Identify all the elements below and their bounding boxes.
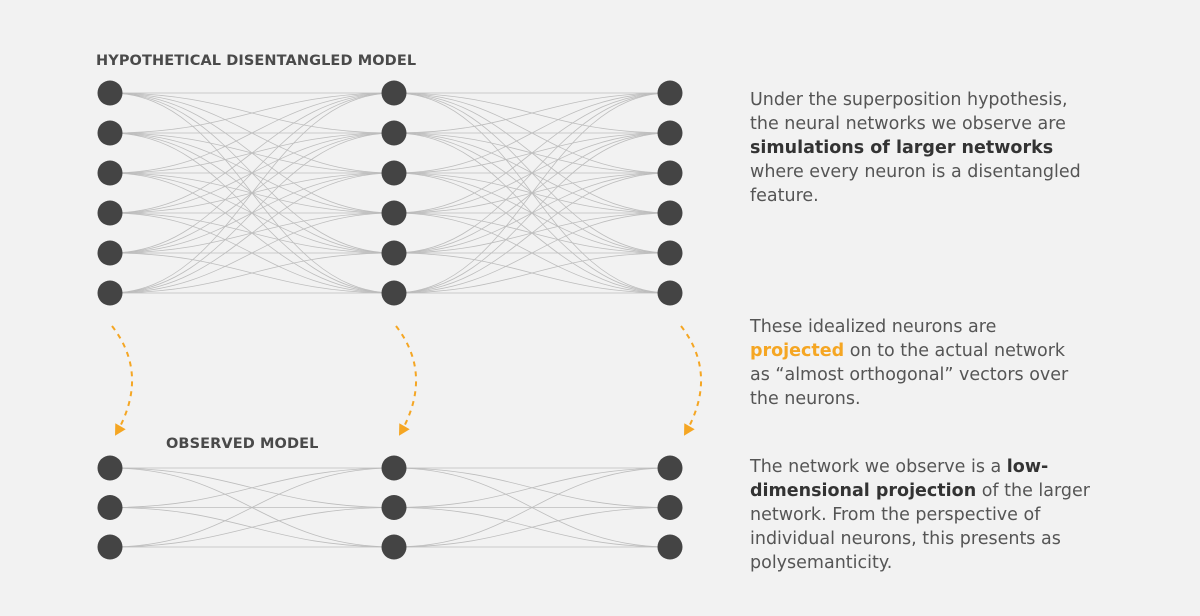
projection-arrow-1 [111,325,133,435]
bottom-edge-l0-2-1 [109,507,395,548]
p1-line-4: where every neuron is a disentangled [750,162,1081,182]
top-edge-l0-5-0 [109,92,395,294]
top-neuron-layer2-4 [381,200,407,226]
top-neuron-layer1-4 [97,200,123,226]
top-neuron-layer2-6 [381,280,407,306]
top-neuron-layer2-1 [381,80,407,106]
top-edge-l1-5-4 [393,252,671,294]
top-neuron-layer1-1 [97,80,123,106]
top-edge-l0-1-0 [109,92,395,134]
top-edge-l1-5-1 [393,132,671,294]
top-edge-l0-5-2 [109,172,395,294]
p2-line-2: projected on to the actual network [750,339,1190,363]
top-edge-l1-5-2 [393,172,671,294]
top-neuron-layer3-5 [657,240,683,266]
top-neuron-layer3-3 [657,160,683,186]
top-model-label: HYPOTHETICAL DISENTANGLED MODEL [96,53,417,69]
superposition-paragraph: Under the superposition hypothesis, the … [750,88,1190,208]
p3-line-4: individual neurons, this presents as [750,529,1061,549]
top-neuron-layer3-2 [657,120,683,146]
p3-line-1-plain: The network we observe is a [750,457,1007,477]
top-neuron-layer1-3 [97,160,123,186]
top-edge-l1-3-0 [393,92,671,214]
top-edge-l1-4-0 [393,92,671,254]
bottom-edge-l1-2-1 [393,507,671,548]
p3-line-3: network. From the perspective of [750,505,1041,525]
p1-line-2: the neural networks we observe are [750,114,1066,134]
bottom-neuron-layer3-2 [657,495,683,520]
bottom-edge-l1-1-0 [393,467,671,508]
p1-line-5: feature. [750,186,819,206]
bottom-neuron-layer2-2 [381,495,407,520]
top-edge-l1-2-0 [393,92,671,174]
projection-arrowhead-1 [115,423,126,436]
projection-arrowhead-2 [399,423,410,436]
top-neuron-layer3-4 [657,200,683,226]
top-neuron-layer1-6 [97,280,123,306]
projection-arrowhead-3 [684,423,695,436]
bottom-neuron-layer1-3 [97,534,123,560]
p2-line-3: as “almost orthogonal” vectors over [750,365,1069,385]
projection-arrows [111,325,702,436]
p3-line-2: dimensional projection of the larger [750,479,1190,503]
projection-arrow-3 [680,325,702,435]
p1-emphasis: simulations of larger networks [750,138,1054,158]
top-edge-l0-5-1 [109,132,395,294]
top-neuron-layer3-1 [657,80,683,106]
top-network-nodes [97,80,683,306]
top-edge-l1-1-0 [393,92,671,134]
top-neuron-layer2-2 [381,120,407,146]
top-neuron-layer2-5 [381,240,407,266]
top-neuron-layer3-6 [657,280,683,306]
observed-paragraph: The network we observe is a low- dimensi… [750,455,1190,575]
bottom-edge-l0-1-0 [109,467,395,508]
bottom-edge-l1-2-0 [393,467,671,548]
top-edge-l1-5-3 [393,212,671,294]
bottom-neuron-layer2-1 [381,455,407,481]
p1-line-1: Under the superposition hypothesis, [750,90,1068,110]
top-neuron-layer1-2 [97,120,123,146]
bottom-network-edges [109,467,671,548]
top-edge-l1-5-0 [393,92,671,294]
p2-line-4: the neurons. [750,389,861,409]
top-edge-l0-2-0 [109,92,395,174]
bottom-neuron-layer3-1 [657,455,683,481]
top-neuron-layer2-3 [381,160,407,186]
bottom-network-nodes [97,455,683,560]
top-edge-l0-3-0 [109,92,395,214]
top-edge-l0-5-4 [109,252,395,294]
p3-line-2-bold: dimensional projection [750,481,977,501]
top-edge-l0-5-3 [109,212,395,294]
bottom-neuron-layer3-3 [657,534,683,560]
top-network-edges [109,92,671,294]
p2-line-2-rest: on to the actual network [844,341,1066,361]
bottom-model-label: OBSERVED MODEL [166,436,319,452]
p1-line-3: simulations of larger networks [750,136,1190,160]
bottom-neuron-layer1-1 [97,455,123,481]
top-edge-l0-4-0 [109,92,395,254]
projection-arrow-2 [395,325,417,435]
top-neuron-layer1-5 [97,240,123,266]
bottom-edge-l0-2-0 [109,467,395,548]
projection-paragraph: These idealized neurons are projected on… [750,315,1190,411]
p3-line-2-rest: of the larger [976,481,1090,501]
p3-line-5: polysemanticity. [750,553,893,573]
p3-line-1-bold: low- [1006,457,1049,477]
bottom-neuron-layer1-2 [97,495,123,520]
bottom-neuron-layer2-3 [381,534,407,560]
p2-accent-word: projected [750,341,845,361]
p2-line-1: These idealized neurons are [750,317,997,337]
p3-line-1: The network we observe is a low- [750,455,1190,479]
